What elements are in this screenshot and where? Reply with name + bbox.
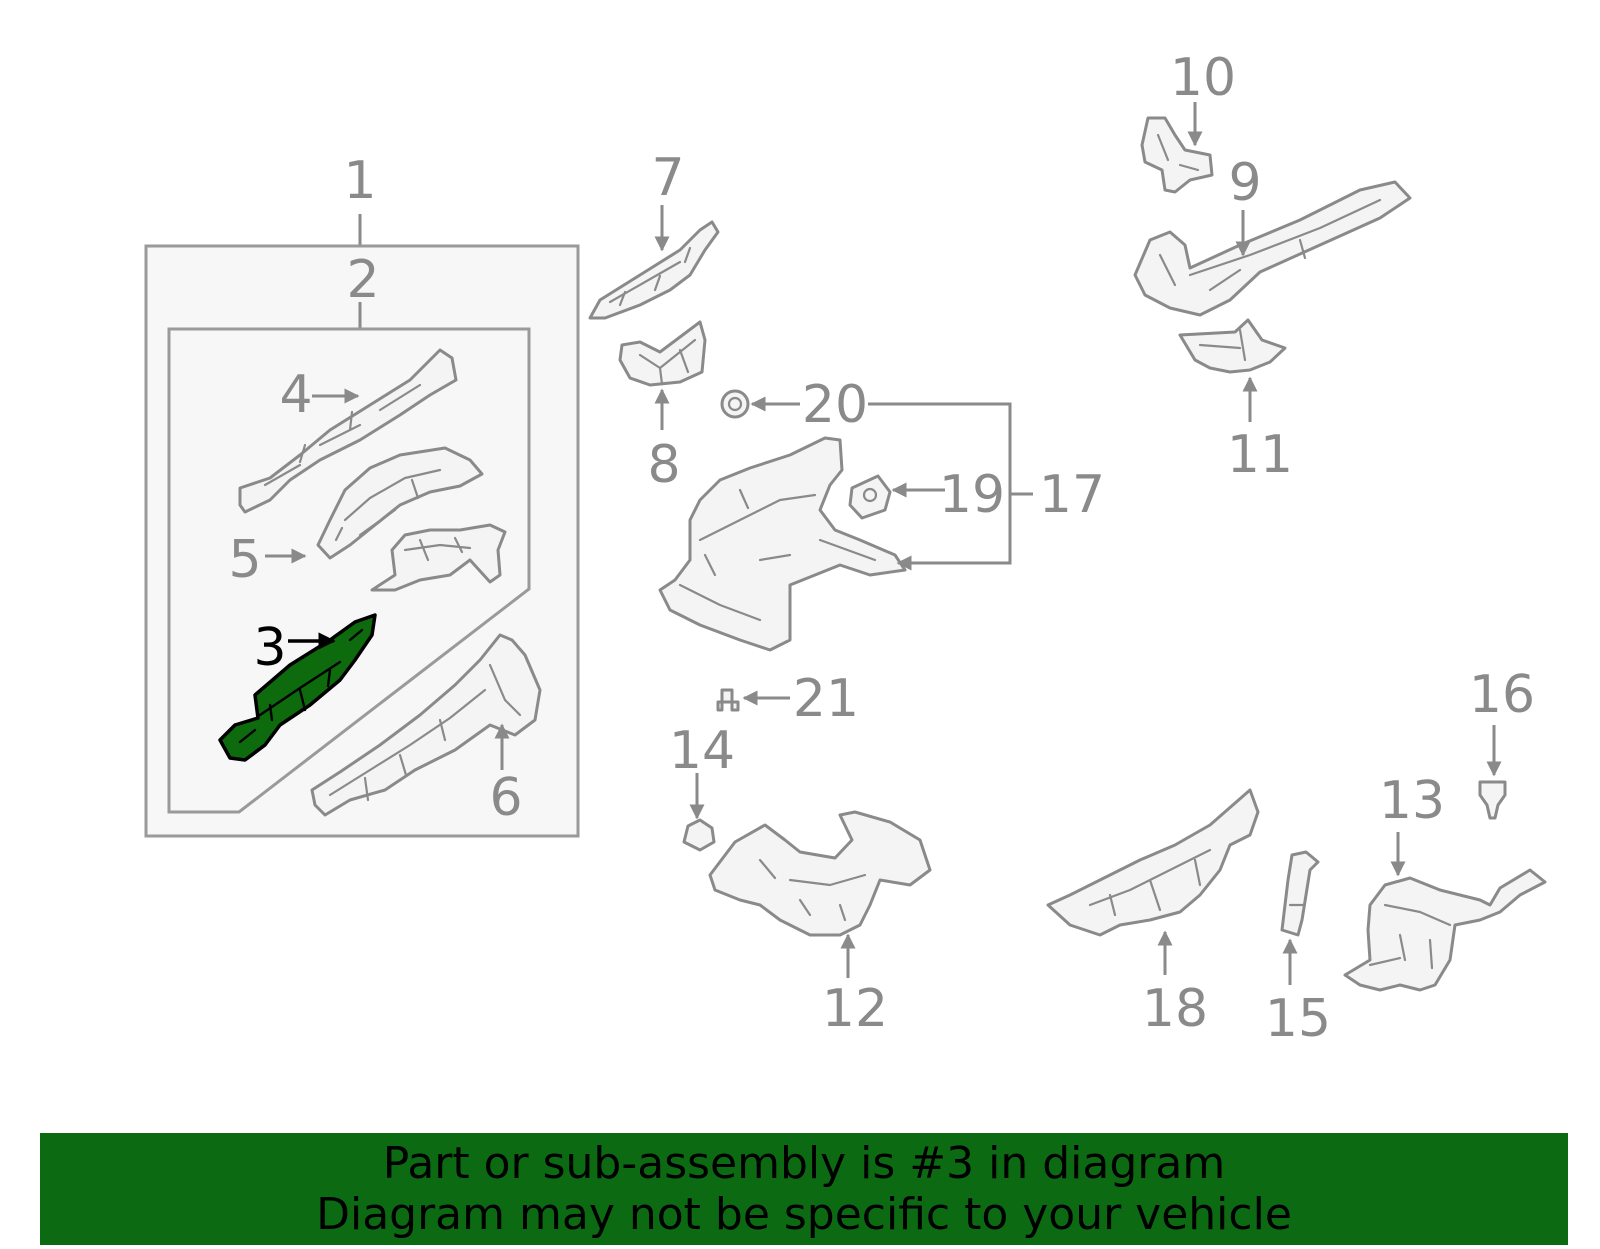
- part-21: [716, 688, 740, 712]
- callout-17: 17: [1039, 465, 1105, 525]
- part-3-highlighted: [218, 613, 377, 762]
- callout-1: 1: [343, 151, 376, 211]
- assembly-box-2: [167, 302, 531, 814]
- part-9: [1133, 180, 1412, 317]
- callout-5: 5: [228, 530, 261, 590]
- callout-numbers: 1 2 3 4 5 6 7 8 9 10 11 12 13 14 15 16 1…: [228, 48, 1535, 1049]
- part-15: [1280, 850, 1320, 937]
- callout-4: 4: [279, 365, 312, 425]
- callout-10: 10: [1170, 48, 1236, 108]
- callout-18: 18: [1142, 979, 1208, 1039]
- part-8: [618, 320, 707, 387]
- callout-9: 9: [1228, 153, 1261, 213]
- part-11: [1178, 318, 1287, 374]
- part-17: [658, 436, 907, 652]
- banner-line-2: Diagram may not be specific to your vehi…: [316, 1189, 1292, 1240]
- callout-13: 13: [1379, 771, 1445, 831]
- part-6: [310, 633, 542, 817]
- part-4: [238, 348, 458, 514]
- part-10: [1140, 116, 1214, 194]
- callout-6: 6: [489, 768, 522, 828]
- part-12: [708, 810, 932, 937]
- callout-15: 15: [1265, 989, 1331, 1049]
- callout-2: 2: [346, 250, 379, 310]
- callout-20: 20: [802, 375, 868, 435]
- banner-line-1: Part or sub-assembly is #3 in diagram: [382, 1138, 1226, 1189]
- callout-8: 8: [647, 435, 680, 495]
- callout-16: 16: [1469, 665, 1535, 725]
- part-5: [316, 446, 484, 560]
- callout-11: 11: [1227, 425, 1293, 485]
- callout-7: 7: [651, 148, 684, 208]
- part-5-bracket: [370, 523, 507, 592]
- callout-19: 19: [939, 465, 1005, 525]
- part-7: [588, 220, 720, 320]
- part-20: [720, 389, 750, 419]
- callout-3: 3: [253, 618, 286, 678]
- leader-lines: [265, 102, 1502, 985]
- part-14: [682, 818, 716, 852]
- part-13: [1343, 868, 1547, 992]
- part-16: [1478, 780, 1507, 820]
- info-banner: Part or sub-assembly is #3 in diagram Di…: [40, 1133, 1568, 1245]
- part-19: [848, 474, 892, 520]
- callout-14: 14: [669, 721, 735, 781]
- callout-21: 21: [793, 669, 859, 729]
- callout-12: 12: [822, 979, 888, 1039]
- part-18: [1046, 788, 1260, 937]
